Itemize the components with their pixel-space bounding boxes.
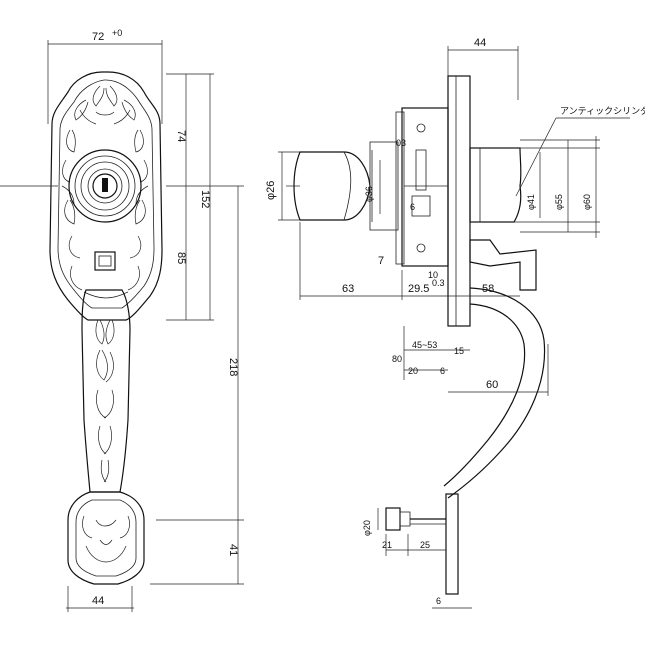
side-view: 44 φ26 φ36 03 6 xyxy=(265,37,645,609)
upper-height-label: 74 xyxy=(175,130,187,142)
lock-body xyxy=(401,107,449,267)
lever-bracket xyxy=(469,239,537,291)
gap-b-label: 0.3 xyxy=(432,278,445,288)
knob-depth-label: 63 xyxy=(342,283,354,295)
cylinder-housing xyxy=(469,147,522,223)
escutcheon-inner-border xyxy=(57,79,155,309)
handle-mount-inner xyxy=(98,255,112,267)
bottom-foot-inner xyxy=(75,499,137,577)
thumb-len-label: 25 xyxy=(420,540,430,550)
top-width-label: 44 xyxy=(474,37,486,49)
backset-label: 29.5 xyxy=(408,283,429,295)
width-tolerance: +0 xyxy=(112,28,122,38)
door-range-label: 45~53 xyxy=(412,340,437,350)
small-b-label: 20 xyxy=(408,366,418,376)
handle-depth-label: 58 xyxy=(482,283,494,295)
escutcheon-ornament xyxy=(61,85,149,299)
side-plate xyxy=(447,75,471,327)
thumb-dia-label: φ20 xyxy=(362,520,372,536)
rose-dia-label: φ55 xyxy=(554,194,564,210)
handle-length-label: 218 xyxy=(227,358,239,376)
foot-ornament xyxy=(82,515,130,563)
screw-top-icon xyxy=(416,123,426,133)
thumb-turn xyxy=(385,507,401,531)
handle-reach-label: 60 xyxy=(486,379,498,391)
face-plate xyxy=(395,111,405,265)
total-height-label: 152 xyxy=(199,190,211,208)
side-handle-inner xyxy=(443,303,526,487)
width-label: 72 xyxy=(92,31,104,43)
screw-bottom-icon xyxy=(416,243,426,253)
side-handle-outer xyxy=(447,287,546,499)
face-thick-label: 7 xyxy=(378,255,384,267)
rosette-ring-1 xyxy=(74,155,136,217)
knob xyxy=(293,151,371,221)
lock-dim-b-label: 80 xyxy=(392,354,402,364)
lock-dim-a-label: 15 xyxy=(454,346,464,356)
cyl-dia-label: φ41 xyxy=(526,194,536,210)
thumb-offset-label: 21 xyxy=(382,540,392,550)
bottom-width-label: 44 xyxy=(92,595,104,607)
label-6: 6 xyxy=(410,202,415,212)
escutcheon-outline xyxy=(49,71,163,321)
rosette-ring-2 xyxy=(80,161,130,211)
rosette-outer xyxy=(68,149,142,223)
gap-a-label: 10 xyxy=(428,270,438,280)
knob-left-dia-label: φ26 xyxy=(265,181,277,200)
lower-height-label: 85 xyxy=(175,252,187,264)
handle-mount-block xyxy=(94,251,116,271)
rosette-ring-3 xyxy=(87,168,123,204)
side-base-plate xyxy=(445,493,459,595)
grip-bottom-label: 41 xyxy=(227,544,239,556)
rose-outer-dia-label: φ60 xyxy=(582,194,592,210)
base-thick-label: 6 xyxy=(436,596,441,606)
label-03: 03 xyxy=(396,138,406,148)
bottom-foot xyxy=(67,491,145,585)
knob-rose xyxy=(369,141,399,231)
keyway-icon xyxy=(102,178,108,192)
cylinder-label: アンティックシリンダー xyxy=(560,105,645,116)
grip-ornament xyxy=(95,319,115,483)
small-a-label: 6 xyxy=(440,366,445,376)
cylinder-face xyxy=(92,173,118,199)
latch-mechanism xyxy=(411,195,431,217)
knob-dia-label: φ36 xyxy=(364,186,374,202)
front-view: 72 +0 74 85 152 218 41 44 xyxy=(0,28,244,612)
cylinder-callout-leader xyxy=(515,117,557,197)
